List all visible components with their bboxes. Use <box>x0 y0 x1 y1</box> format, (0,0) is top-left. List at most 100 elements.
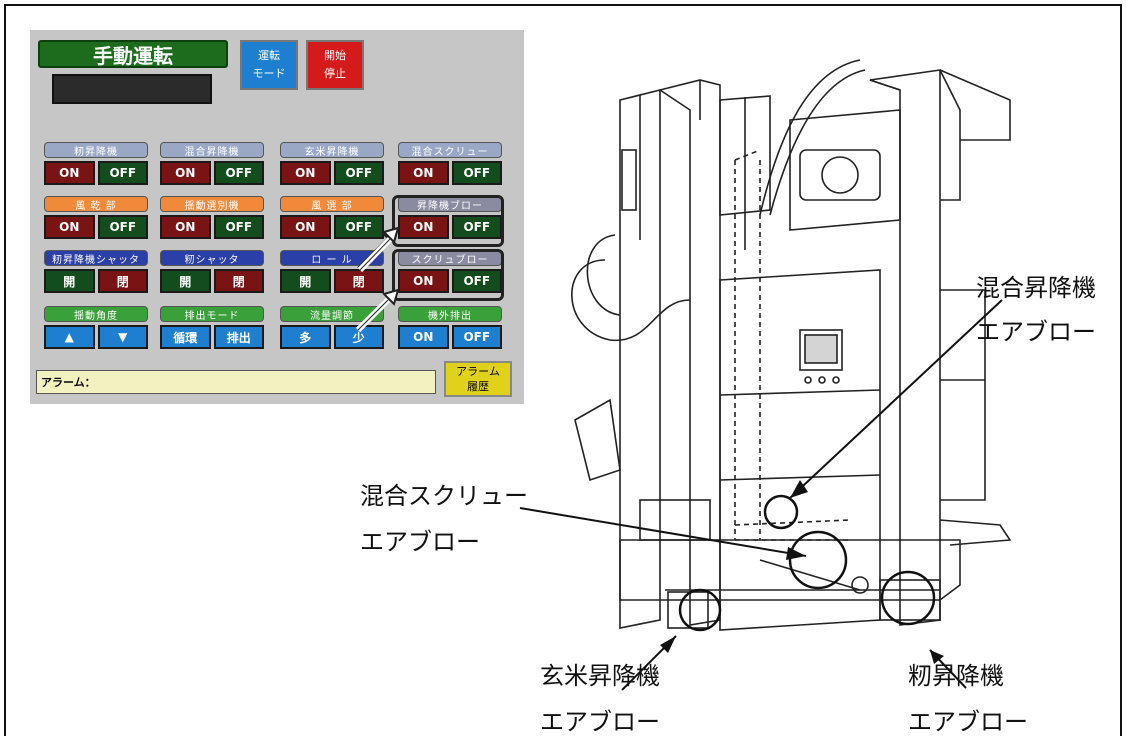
control-button-right[interactable]: OFF <box>97 161 148 185</box>
control-button-right[interactable]: OFF <box>213 215 264 239</box>
control-group-buttons: 循環排出 <box>160 325 264 349</box>
mixing-screw-label-2: エアブロー <box>360 528 480 556</box>
control-button-right[interactable]: ▼ <box>97 325 148 349</box>
control-button-left[interactable]: 循環 <box>160 325 211 349</box>
control-button-left[interactable]: ON <box>160 161 211 185</box>
control-group-buttons: 開閉 <box>160 269 264 293</box>
start-stop-line2: 停止 <box>324 67 346 80</box>
mixing-screw-label-1: 混合スクリュー <box>360 482 528 510</box>
control-group-buttons: ▲▼ <box>44 325 148 349</box>
control-group: 籾シャッタ開閉 <box>160 250 264 293</box>
brown-rice-elevator-label-1: 玄米昇降機 <box>540 662 660 690</box>
control-button-right[interactable]: OFF <box>97 215 148 239</box>
control-group-header: 籾シャッタ <box>160 250 264 266</box>
control-button-right[interactable]: OFF <box>451 269 502 293</box>
control-button-left[interactable]: ON <box>280 161 331 185</box>
control-group-header: 排出モード <box>160 306 264 322</box>
control-button-right[interactable]: OFF <box>333 161 384 185</box>
control-group-header: 揺動角度 <box>44 306 148 322</box>
control-button-right[interactable]: 閉 <box>213 269 264 293</box>
control-group-header: ロ ー ル <box>280 250 384 266</box>
control-button-right[interactable]: OFF <box>213 161 264 185</box>
status-display <box>52 74 212 104</box>
control-group-header: 機外排出 <box>398 306 502 322</box>
mode-button-line2: モード <box>252 67 286 80</box>
control-group-header: 混合昇降機 <box>160 142 264 158</box>
control-button-left[interactable]: ON <box>280 215 331 239</box>
alarm-label: アラーム： <box>41 376 96 389</box>
control-button-left[interactable]: ON <box>398 161 449 185</box>
control-group-header: 籾昇降機シャッタ <box>44 250 148 266</box>
control-button-left[interactable]: ON <box>398 269 449 293</box>
control-group: 揺動角度 ▲▼ <box>44 306 148 349</box>
alarm-history-line1: アラーム <box>456 365 500 378</box>
control-group: 流量調節多少 <box>280 306 384 349</box>
control-group: 排出モード循環排出 <box>160 306 264 349</box>
control-group-buttons: 開閉 <box>44 269 148 293</box>
control-button-left[interactable]: ▲ <box>44 325 95 349</box>
control-group: 籾昇降機シャッタ開閉 <box>44 250 148 293</box>
elevator-blow-callout <box>392 195 504 247</box>
control-button-left[interactable]: ON <box>44 161 95 185</box>
control-button-left[interactable]: 開 <box>44 269 95 293</box>
control-group-buttons: 多少 <box>280 325 384 349</box>
control-button-right[interactable]: 閉 <box>333 269 384 293</box>
screw-blow-callout <box>392 249 504 301</box>
brown-rice-elevator-label-2: エアブロー <box>540 708 660 736</box>
control-button-right[interactable]: OFF <box>451 215 502 239</box>
control-button-right[interactable]: OFF <box>451 325 502 349</box>
paddy-elevator-label-2: エアブロー <box>908 708 1028 736</box>
control-button-left[interactable]: ON <box>160 215 211 239</box>
control-button-left[interactable]: ON <box>398 325 449 349</box>
control-button-left[interactable]: 開 <box>160 269 211 293</box>
control-button-right[interactable]: OFF <box>451 161 502 185</box>
control-group-header: 風 選 部 <box>280 196 384 212</box>
control-group-header: 籾昇降機 <box>44 142 148 158</box>
control-button-right[interactable]: 閉 <box>97 269 148 293</box>
mixing-elevator-label-2: エアブロー <box>976 318 1096 346</box>
control-button-left[interactable]: ON <box>44 215 95 239</box>
start-stop-button[interactable]: 開始 停止 <box>306 40 364 90</box>
panel-title: 手動運転 <box>38 40 228 68</box>
control-group-header: 風 乾 部 <box>44 196 148 212</box>
mode-button[interactable]: 運転 モード <box>240 40 298 90</box>
control-group-header: 揺動選別機 <box>160 196 264 212</box>
control-button-left[interactable]: 多 <box>280 325 331 349</box>
control-button-right[interactable]: 排出 <box>213 325 264 349</box>
mode-button-line1: 運転 <box>258 49 280 62</box>
control-group-header: 混合スクリュー <box>398 142 502 158</box>
control-group-header: 玄米昇降機 <box>280 142 384 158</box>
control-group-header: 流量調節 <box>280 306 384 322</box>
control-group-buttons: 開閉 <box>280 269 384 293</box>
control-group: ロ ー ル開閉 <box>280 250 384 293</box>
start-stop-line1: 開始 <box>324 49 346 62</box>
mixing-elevator-label-1: 混合昇降機 <box>976 274 1096 302</box>
control-button-left[interactable]: 開 <box>280 269 331 293</box>
alarm-history-line2: 履歴 <box>467 380 489 393</box>
alarm-bar: アラーム： <box>36 370 436 394</box>
figure-frame <box>4 4 1122 736</box>
control-button-right[interactable]: OFF <box>333 215 384 239</box>
alarm-history-button[interactable]: アラーム 履歴 <box>444 361 512 397</box>
